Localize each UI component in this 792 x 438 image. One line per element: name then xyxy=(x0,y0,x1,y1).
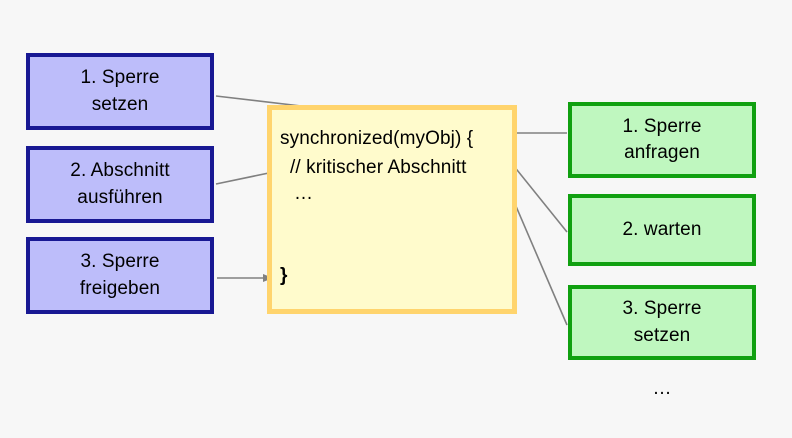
step-label-sperre-freigeben: 3. Sperre freigeben xyxy=(79,251,161,299)
code-line-close-brace: } xyxy=(280,265,288,286)
note-ellipsis: … xyxy=(652,378,672,399)
code-keyword-synchronized: synchronized xyxy=(280,128,394,149)
step-label-abschnitt-ausfuehren: 2. Abschnitt ausführen xyxy=(70,160,170,208)
code-line-critical-section: // kritischer Abschnitt xyxy=(290,157,467,178)
code-block[interactable]: synchronized(myObj) { // kritischer Absc… xyxy=(267,105,517,314)
note-box-sperre-anfragen[interactable]: 1. Sperre anfragen xyxy=(568,102,756,178)
step-box-sperre-freigeben[interactable]: 3. Sperre freigeben xyxy=(26,237,214,314)
note-box-sperre-setzen[interactable]: 3. Sperre setzen xyxy=(568,285,756,360)
note-label-warten: 2. warten xyxy=(622,218,702,240)
step-box-abschnitt-ausfuehren[interactable]: 2. Abschnitt ausführen xyxy=(26,146,214,223)
note-box-warten[interactable]: 2. warten xyxy=(568,194,756,266)
code-line-open-brace: synchronized(myObj) { xyxy=(280,128,473,150)
code-line-ellipsis: … xyxy=(294,183,314,204)
step-box-sperre-setzen[interactable]: 1. Sperre setzen xyxy=(26,53,214,130)
note-label-sperre-setzen: 3. Sperre setzen xyxy=(622,298,702,346)
note-label-sperre-anfragen: 1. Sperre anfragen xyxy=(622,115,702,163)
step-label-sperre-setzen: 1. Sperre setzen xyxy=(80,67,160,115)
code-open-brace-rest: (myObj) { xyxy=(393,128,474,149)
